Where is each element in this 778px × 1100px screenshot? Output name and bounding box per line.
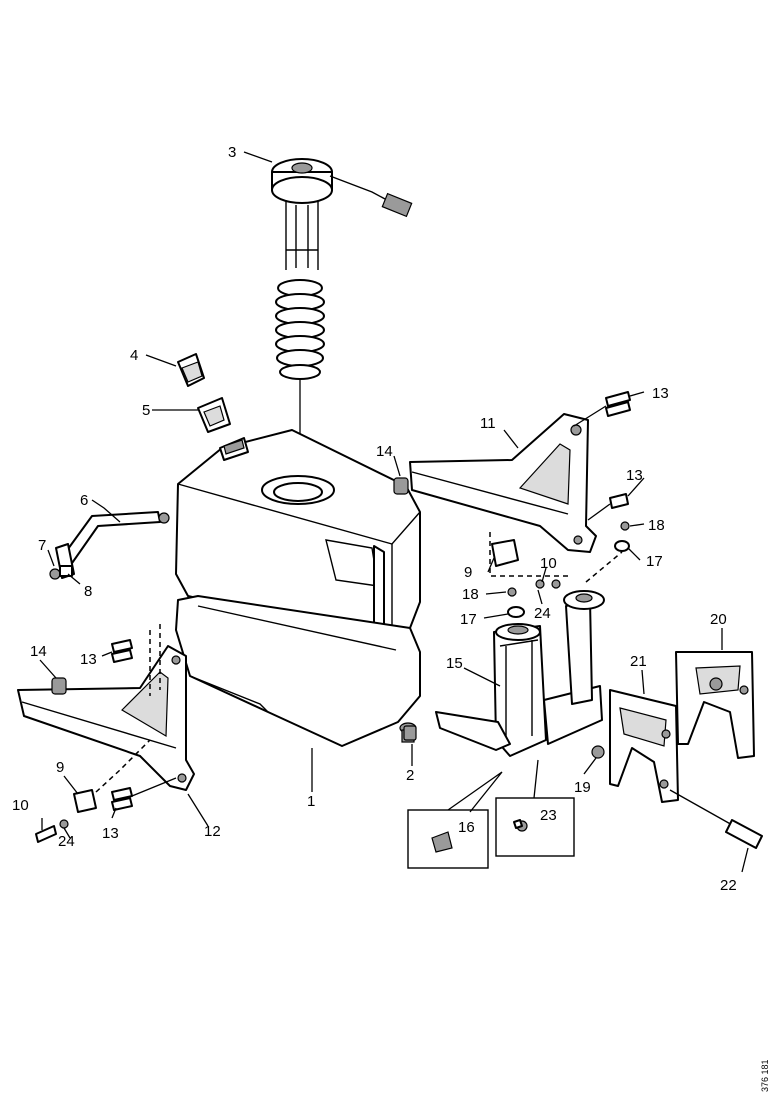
callout-17-center: 17 [460, 611, 477, 628]
callout-labels: 1 2 3 4 5 6 7 8 9 9 10 10 11 12 13 13 13… [12, 144, 737, 894]
fuel-tank [175, 429, 421, 747]
callout-13-left: 13 [80, 651, 97, 668]
callout-5: 5 [142, 402, 150, 419]
callout-6: 6 [80, 492, 88, 509]
callout-7: 7 [38, 537, 46, 554]
callout-8: 8 [84, 583, 92, 600]
bracket-left-12 [17, 645, 195, 791]
holder-assembly-15 [435, 590, 605, 757]
hardware-10-24-left [35, 819, 69, 843]
block-9-left [73, 789, 97, 813]
callout-13-bottom: 13 [102, 825, 119, 842]
nut-7 [49, 568, 61, 580]
callout-12: 12 [204, 823, 221, 840]
rubber-14-left [51, 677, 67, 695]
washer-8 [59, 565, 73, 577]
bracket-21 [609, 689, 679, 803]
callout-4: 4 [130, 347, 138, 364]
hardware-18-17-center [507, 579, 561, 618]
callout-18-center: 18 [462, 586, 479, 603]
callout-24-right: 24 [534, 605, 551, 622]
bracket-right-11 [409, 413, 597, 553]
bolt-13-right [587, 493, 629, 521]
callout-17-right: 17 [646, 553, 663, 570]
callout-23: 23 [540, 807, 557, 824]
callout-13-right: 13 [626, 467, 643, 484]
inset-box-16 [407, 809, 489, 869]
callout-13-top: 13 [652, 385, 669, 402]
sender-spring [275, 279, 325, 380]
callout-22: 22 [720, 877, 737, 894]
callout-2: 2 [406, 767, 414, 784]
document-number: 376 181 [760, 1059, 770, 1092]
callout-16: 16 [458, 819, 475, 836]
inset-box-23 [495, 797, 575, 857]
callout-24-left: 24 [58, 833, 75, 850]
callout-14-left: 14 [30, 643, 47, 660]
block-9-right [491, 539, 519, 567]
callout-19: 19 [574, 779, 591, 796]
callout-14-right: 14 [376, 443, 393, 460]
callout-20: 20 [710, 611, 727, 628]
callout-18-right: 18 [648, 517, 665, 534]
callout-10-left: 10 [12, 797, 29, 814]
bolts-13-left [111, 639, 133, 663]
nut-19 [591, 745, 605, 759]
rubber-14-right [393, 477, 409, 495]
filler-cap [177, 353, 205, 387]
callout-21: 21 [630, 653, 647, 670]
callout-1: 1 [307, 793, 315, 810]
filler-neck [197, 397, 231, 433]
hardware-18-17-right [614, 521, 630, 552]
bolts-13-lower [111, 777, 177, 811]
callout-3: 3 [228, 144, 236, 161]
callout-9-left: 9 [56, 759, 64, 776]
fuel-level-sender [271, 158, 413, 490]
callout-9-right: 9 [464, 564, 472, 581]
callout-10-right: 10 [540, 555, 557, 572]
bolt-22 [669, 789, 763, 849]
callout-11: 11 [480, 415, 496, 432]
bracket-20 [675, 651, 755, 759]
plug-2 [403, 725, 417, 741]
callout-15: 15 [446, 655, 463, 672]
bolts-13-upper [573, 391, 631, 427]
leader-lines [39, 151, 749, 873]
